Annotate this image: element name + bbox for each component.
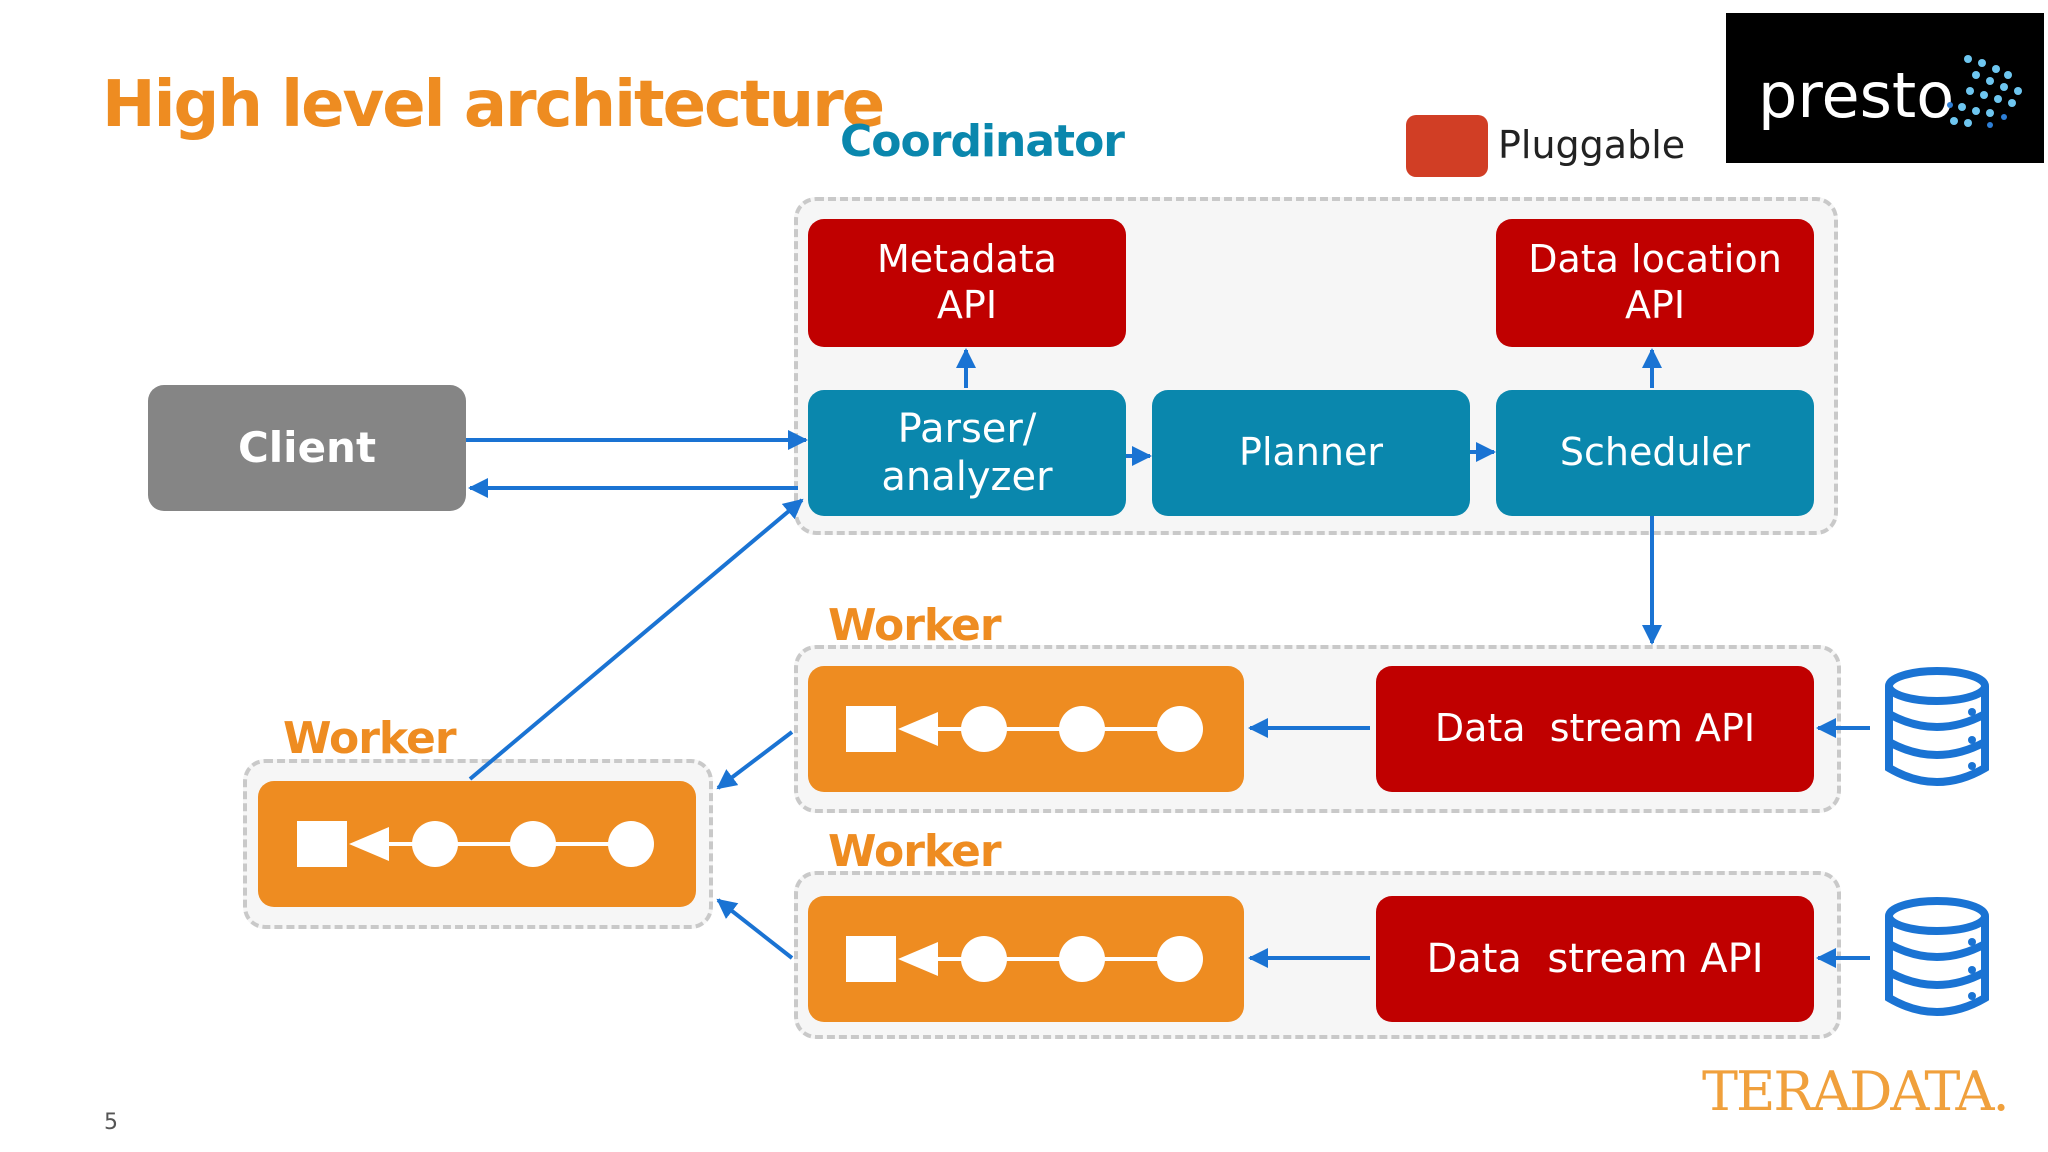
data-location-api-box: Data location API (1496, 219, 1814, 347)
worker-label-3: Worker (283, 713, 457, 764)
legend: Pluggable (1406, 113, 1706, 177)
data-stream-api-box-2: Data stream API (1376, 896, 1814, 1022)
database-icon (1885, 667, 1989, 786)
scheduler-box: Scheduler (1496, 390, 1814, 516)
worker1-to-worker3-arrow (716, 730, 794, 790)
pipeline-icon (846, 936, 1203, 982)
worker-label-2: Worker (828, 826, 1002, 877)
legend-label: Pluggable (1498, 123, 1686, 167)
presto-logo: presto (1726, 13, 2044, 163)
metadata-api-box: Metadata API (808, 219, 1126, 347)
logo-text: presto (1758, 59, 1955, 132)
database-icon (1885, 897, 1989, 1016)
presto-dots-icon (1947, 55, 2022, 128)
worker-pipeline-box-1 (808, 666, 1244, 792)
pluggable-swatch (1406, 115, 1488, 177)
data-stream-api-box-1: Data stream API (1376, 666, 1814, 792)
worker-pipeline-box-3 (258, 781, 696, 907)
teradata-logo: TERADATA. (1702, 1060, 2010, 1123)
worker3-to-coordinator-arrow (468, 498, 804, 781)
pipeline-icon (846, 706, 1203, 752)
worker2-to-worker3-arrow (716, 898, 794, 960)
worker-label-1: Worker (828, 600, 1002, 651)
pipeline-icon (297, 821, 654, 867)
page-title: High level architecture (102, 68, 885, 142)
worker-pipeline-box-2 (808, 896, 1244, 1022)
coordinator-label: Coordinator (840, 116, 1125, 167)
parser-analyzer-box: Parser/ analyzer (808, 390, 1126, 516)
page-number: 5 (104, 1110, 118, 1135)
client-box: Client (148, 385, 466, 511)
planner-box: Planner (1152, 390, 1470, 516)
